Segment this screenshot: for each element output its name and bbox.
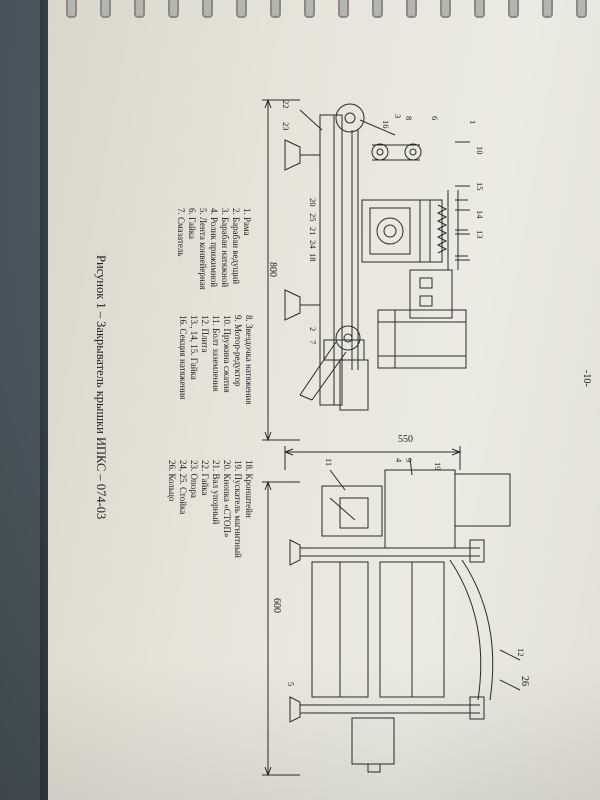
callout-number: 13 [475, 230, 485, 239]
legend-item: 8. Звездочка натяжения [244, 315, 254, 405]
front-view [262, 446, 521, 777]
spiral-ring [338, 0, 349, 18]
callout-number: 12 [516, 648, 526, 657]
document-page [48, 0, 600, 800]
legend-item: 16. Секция натяжения [178, 315, 188, 400]
spiral-ring [236, 0, 247, 18]
legend-item: 24, 25. Стойка [178, 460, 188, 515]
callout-number: 23 [281, 122, 291, 131]
callout-number: 2 [308, 327, 318, 332]
dimension-550: 550 [398, 434, 413, 445]
callout-number: 10 [475, 146, 485, 155]
callout-number: 20 [308, 198, 318, 207]
spiral-ring [100, 0, 111, 18]
spiral-ring [406, 0, 417, 18]
legend-column-1: 1. Рама 2. Барабан ведущий 3. Барабан на… [175, 208, 252, 290]
callout-number: 14 [475, 210, 485, 219]
callout-number: 22 [281, 100, 291, 109]
spiral-ring [440, 0, 451, 18]
legend-item: 7. Смазатель [176, 208, 186, 257]
legend-item: 4. Ролик прижимной [209, 208, 219, 288]
legend-item: 5. Лента конвейерная [198, 208, 208, 290]
callout-number: 5 [286, 682, 296, 687]
legend-item: 9. Мотор-редуктор [233, 315, 243, 387]
legend-item: 6. Гайка [187, 208, 197, 240]
legend-item: 22. Гайка [200, 460, 210, 496]
legend-item: 19. Пускатель магнитный [233, 460, 243, 558]
legend-item: 3. Барабан натяжной [220, 208, 230, 288]
legend-item: 26. Кольцо [167, 460, 177, 502]
callout-number: 16 [381, 120, 391, 129]
legend-column-2: 8. Звездочка натяжения 9. Мотор-редуктор… [177, 315, 254, 404]
callout-number: 15 [475, 182, 485, 191]
spiral-ring [202, 0, 213, 18]
callout-number: 3 [393, 114, 403, 119]
spiral-ring [372, 0, 383, 18]
callout-number: 21 [308, 227, 318, 236]
callout-number: 8 [404, 116, 414, 121]
legend-item: 2. Барабан ведущий [231, 208, 241, 285]
figure-caption: Рисунок 1 – Закрыватель крышки ИПКС – 07… [94, 255, 108, 520]
page-number: -10- [581, 370, 592, 387]
callout-number: 7 [308, 340, 318, 345]
spiral-ring [542, 0, 553, 18]
spiral-ring [474, 0, 485, 18]
callout-number: 25 [308, 213, 318, 222]
callout-number: 9 [404, 458, 414, 463]
legend-item: 20. Кнопка «СТОП» [222, 460, 232, 538]
callout-number: 6 [430, 116, 440, 121]
side-view [262, 98, 470, 442]
spiral-ring [168, 0, 179, 18]
legend-item: 21. Вал упорный [211, 460, 221, 525]
spiral-ring [508, 0, 519, 18]
callout-number: 18 [308, 253, 318, 262]
spiral-ring [576, 0, 587, 18]
legend-item: 11. Болт заземления [211, 315, 221, 392]
legend-column-3: 18. Кронштейн 19. Пускатель магнитный 20… [166, 460, 254, 558]
spiral-ring [134, 0, 145, 18]
spiral-ring [270, 0, 281, 18]
spiral-ring [66, 0, 77, 18]
legend-item: 13., 14, 15. Гайка [189, 315, 199, 380]
callout-number: 1 [468, 120, 478, 125]
legend-item: 23. Опора [189, 460, 199, 498]
legend-item: 1. Рама [242, 208, 252, 236]
callout-number: 4 [394, 458, 404, 463]
dimension-800: 800 [267, 262, 278, 277]
callout-number: 26 [519, 676, 530, 686]
callout-number: 24 [308, 240, 318, 249]
spiral-ring [304, 0, 315, 18]
legend-item: 10. Пружина сжатия [222, 315, 232, 393]
callout-number: 11 [324, 458, 334, 467]
legend-item: 12. Плита [200, 315, 210, 353]
callout-number: 19 [433, 462, 443, 471]
legend-item: 18. Кронштейн [244, 460, 254, 518]
dimension-600: 600 [271, 598, 282, 613]
